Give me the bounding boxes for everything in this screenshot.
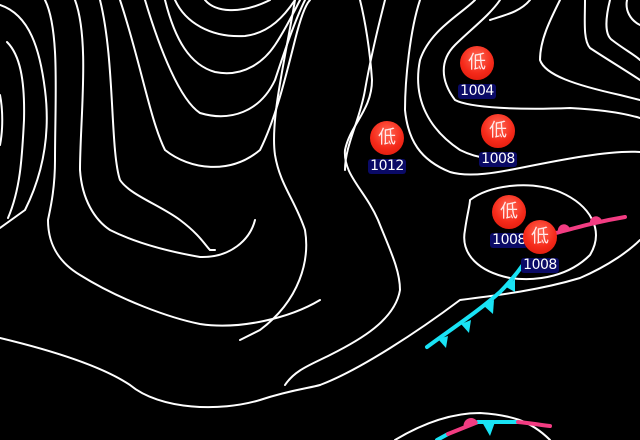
low-pressure-marker[interactable]: 低 1008 <box>489 195 529 248</box>
pressure-label: 1008 <box>490 232 528 248</box>
low-pressure-marker[interactable]: 低 1012 <box>367 121 407 174</box>
low-pressure-marker[interactable]: 低 1004 <box>457 46 497 99</box>
warm-front <box>554 215 627 235</box>
cold-front <box>425 260 527 349</box>
low-symbol: 低 <box>460 46 494 80</box>
low-symbol: 低 <box>523 220 557 254</box>
pressure-label: 1008 <box>479 151 517 167</box>
pressure-label: 1008 <box>521 257 559 273</box>
pressure-label: 1012 <box>368 158 406 174</box>
low-pressure-marker[interactable]: 低 1008 <box>520 220 560 273</box>
low-pressure-marker[interactable]: 低 1008 <box>478 114 518 167</box>
pressure-label: 1004 <box>458 83 496 99</box>
low-symbol: 低 <box>481 114 515 148</box>
stationary-front <box>435 418 552 440</box>
low-symbol: 低 <box>492 195 526 229</box>
low-symbol: 低 <box>370 121 404 155</box>
